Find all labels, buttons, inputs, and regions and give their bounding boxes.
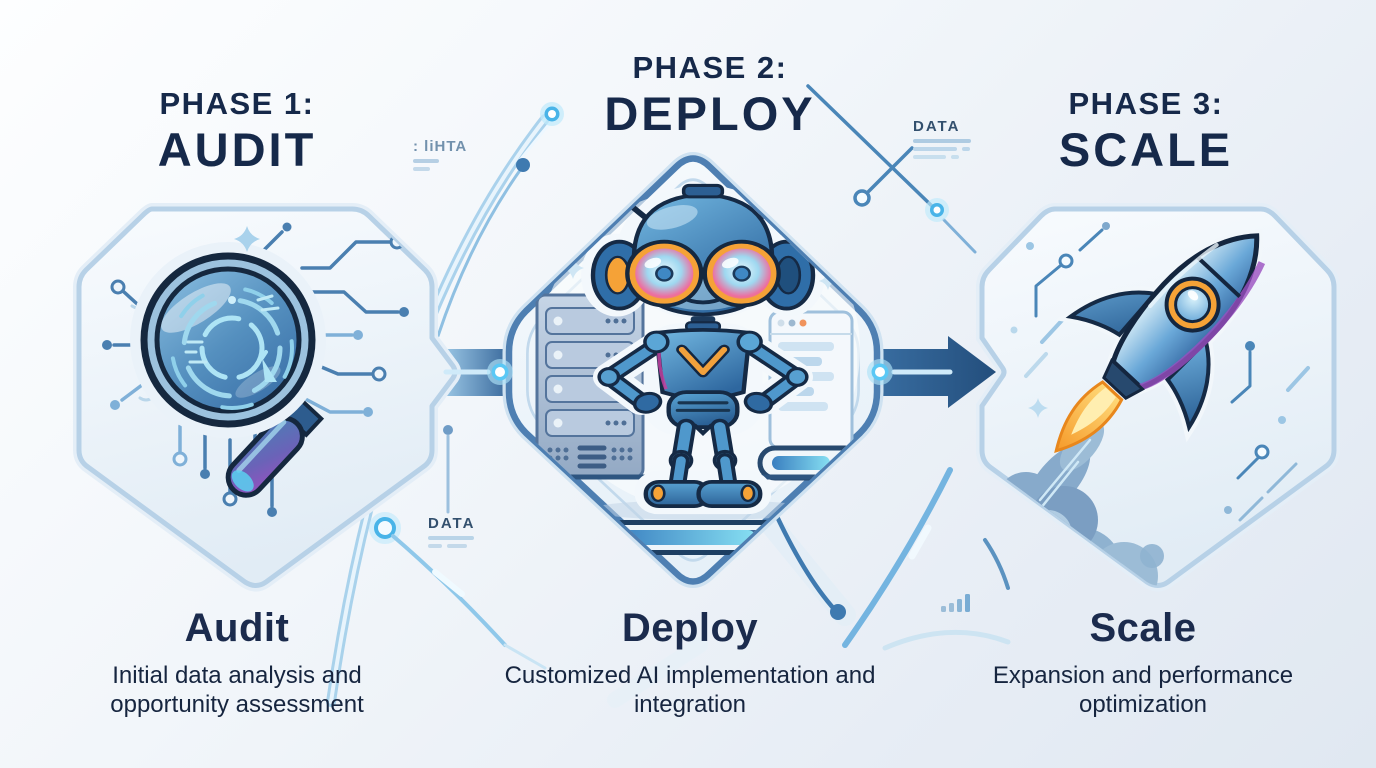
- audit-section-title: Audit: [184, 606, 290, 650]
- sparkle-icon: [1028, 398, 1048, 418]
- bar-chart-icon: [941, 594, 970, 612]
- audit-section-description: Initial data analysis and opportunity as…: [110, 662, 364, 719]
- top-right-connectors: [806, 84, 977, 254]
- magnifier-illustration: [102, 222, 409, 517]
- scale-section: Scale Expansion and performance optimiza…: [943, 606, 1343, 720]
- phase-2-heading: PHASE 2: DEPLOY: [510, 50, 910, 139]
- label-underline: [951, 155, 959, 159]
- label-underline: [413, 167, 430, 171]
- label-underline: [913, 147, 957, 151]
- node-dot: [516, 158, 530, 172]
- panel-deploy: [502, 152, 884, 588]
- label-underline: [962, 147, 970, 151]
- deploy-section-description: Customized AI implementation and integra…: [504, 662, 876, 719]
- panel-circuits: [1034, 228, 1298, 522]
- rocket-icon: [1054, 229, 1266, 454]
- phase-3-title: SCALE: [1058, 122, 1234, 176]
- phase-1-heading: PHASE 1: AUDIT: [37, 86, 437, 175]
- garbled-data-label: : liHTA: [413, 138, 503, 171]
- goggle-right: [702, 239, 781, 308]
- glow-dot-top-center: [540, 102, 564, 126]
- label-underline: [428, 536, 474, 540]
- middle-data-connectors: [369, 425, 547, 670]
- data-label-top-right: DATA: [913, 118, 1003, 159]
- phase-2-title: DEPLOY: [604, 86, 816, 140]
- deploy-section-title: Deploy: [621, 606, 759, 650]
- bottom-center-swooshes: [607, 437, 1011, 708]
- deploy-progress-fill: [615, 530, 755, 545]
- scale-section-title: Scale: [1089, 606, 1197, 650]
- label-underline: [447, 544, 467, 548]
- sparkle-icon: [562, 257, 584, 279]
- data-label-middle: DATA: [428, 515, 518, 548]
- panel-audit: [73, 203, 461, 592]
- deploy-section: Deploy Customized AI implementation and …: [490, 606, 890, 720]
- goggle-left: [625, 239, 704, 308]
- robot-scene: [517, 183, 863, 555]
- sparkle-icon: [819, 272, 837, 290]
- sparkle-icon: [234, 226, 260, 252]
- label-underline: [913, 139, 971, 143]
- scale-section-description: Expansion and performance optimization: [992, 662, 1294, 719]
- label-underline: [428, 544, 442, 548]
- arrow-glow-nodes: [443, 359, 953, 385]
- label-underline: [413, 159, 439, 163]
- phase-1-kicker: PHASE 1:: [159, 86, 315, 121]
- phase-1-title: AUDIT: [157, 122, 317, 176]
- background-decor: [326, 84, 1011, 708]
- phase-2-kicker: PHASE 2:: [632, 50, 788, 85]
- lens-hud: [170, 286, 294, 410]
- circuit-nodes: [102, 222, 409, 517]
- label-underline: [913, 155, 946, 159]
- phase-3-kicker: PHASE 3:: [1068, 86, 1224, 121]
- panel-scale: [976, 203, 1340, 592]
- phase-3-heading: PHASE 3: SCALE: [946, 86, 1346, 175]
- audit-section: Audit Initial data analysis and opportun…: [37, 606, 437, 720]
- hollow-node: [853, 189, 871, 207]
- magnifying-glass-icon: [130, 242, 326, 498]
